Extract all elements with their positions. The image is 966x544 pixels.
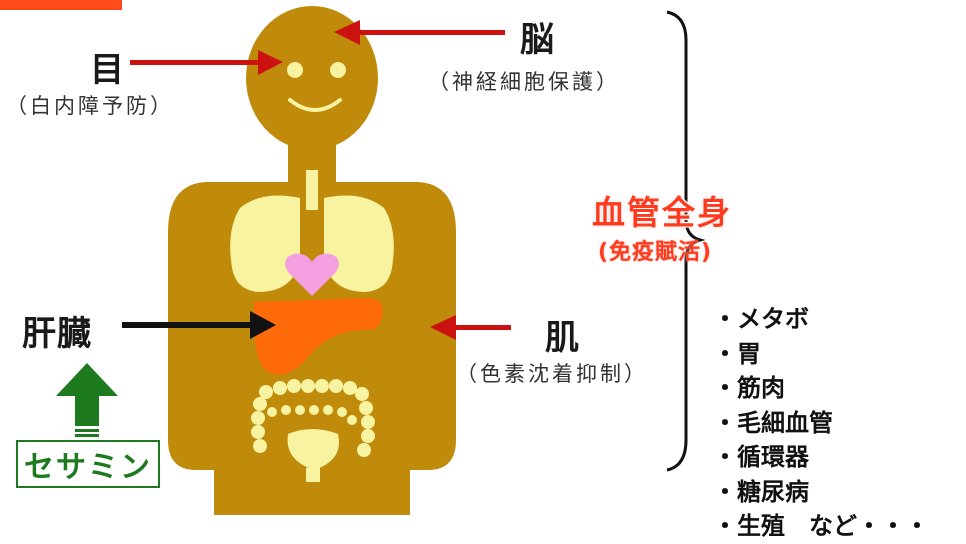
eye-sublabel: （白内障予防） — [6, 90, 174, 120]
left-eye — [287, 62, 303, 78]
list-item: ・毛細血管 — [713, 406, 929, 441]
eye-label: 目 — [90, 42, 125, 91]
brain-sublabel: （神経細胞保護） — [428, 66, 620, 96]
left-lung — [230, 196, 300, 292]
right-eye — [330, 62, 346, 78]
right-lung — [324, 196, 394, 292]
skin-sublabel: （色素沈着抑制） — [456, 358, 648, 388]
brain-arrow — [334, 20, 505, 45]
brain-label: 脳 — [520, 12, 555, 61]
human-body-figure — [168, 6, 456, 515]
green-up-arrow — [56, 363, 118, 437]
sesamin-label: セサミン — [16, 440, 160, 488]
whole-body-label: 血管全身 — [592, 186, 732, 234]
trachea — [306, 170, 318, 210]
liver-label: 肝臓 — [22, 306, 92, 355]
whole-body-sublabel: (免疫賦活) — [598, 234, 712, 266]
list-item: ・循環器 — [713, 440, 929, 475]
list-item: ・胃 — [713, 337, 929, 372]
skin-label: 肌 — [545, 310, 580, 359]
benefit-list: ・メタボ ・胃 ・筋肉 ・毛細血管 ・循環器 ・糖尿病 ・生殖 など・・・ — [713, 302, 929, 544]
list-item: ・筋肉 — [713, 371, 929, 406]
list-item: ・糖尿病 — [713, 475, 929, 510]
list-item: ・メタボ — [713, 302, 929, 337]
list-item: ・生殖 など・・・ — [713, 509, 929, 544]
eye-arrow — [130, 50, 283, 75]
